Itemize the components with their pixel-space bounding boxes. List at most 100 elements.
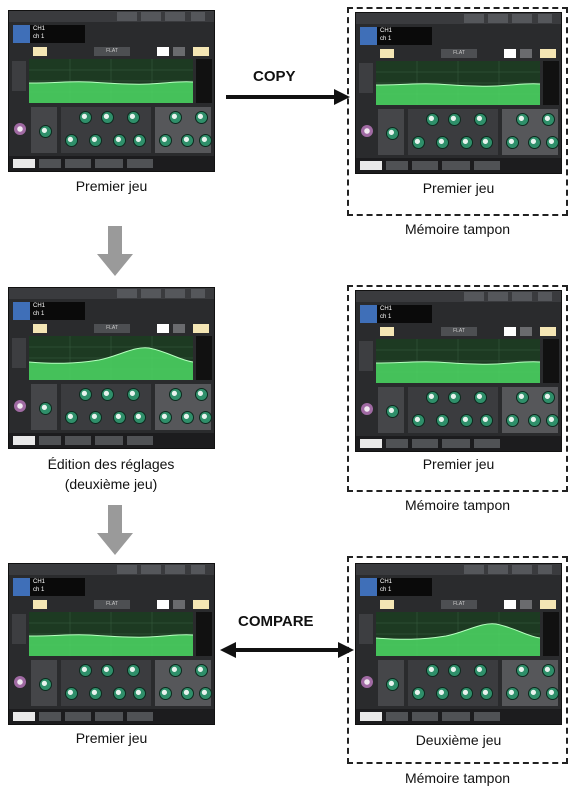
eq-knob[interactable] [65, 134, 78, 147]
eq-compare-button[interactable] [157, 324, 169, 333]
bottom-tab[interactable] [360, 161, 382, 170]
eq-side-control[interactable] [359, 341, 373, 371]
eq-knob[interactable] [460, 136, 473, 149]
eq-knob[interactable] [39, 125, 52, 138]
eq-compare-button[interactable] [157, 600, 169, 609]
eq-left-button[interactable] [380, 49, 394, 58]
eq-compare-button[interactable] [157, 47, 169, 56]
eq-knob[interactable] [89, 134, 102, 147]
eq-left-button[interactable] [380, 600, 394, 609]
eq-type-button[interactable] [520, 600, 532, 609]
bottom-tab[interactable] [412, 712, 438, 721]
eq-copy-button[interactable] [193, 600, 209, 609]
eq-copy-button[interactable] [193, 47, 209, 56]
eq-knob[interactable] [386, 678, 399, 691]
eq-knob[interactable] [101, 388, 114, 401]
flat-button[interactable]: FLAT [441, 600, 477, 609]
eq-type-button[interactable] [173, 324, 185, 333]
eq-knob[interactable] [436, 136, 449, 149]
bottom-tab[interactable] [13, 436, 35, 445]
eq-knob[interactable] [460, 687, 473, 700]
att-knob[interactable] [14, 123, 26, 135]
eq-knob[interactable] [181, 687, 194, 700]
eq-knob[interactable] [542, 113, 555, 126]
bottom-tab[interactable] [39, 712, 61, 721]
eq-knob[interactable] [516, 664, 529, 677]
eq-knob[interactable] [169, 111, 182, 124]
eq-knob[interactable] [133, 134, 146, 147]
eq-copy-button[interactable] [540, 600, 556, 609]
eq-knob[interactable] [127, 111, 140, 124]
bottom-tab[interactable] [95, 436, 123, 445]
eq-knob[interactable] [79, 111, 92, 124]
bottom-tab[interactable] [95, 159, 123, 168]
eq-knob[interactable] [480, 414, 493, 427]
eq-side-control[interactable] [12, 338, 26, 368]
bottom-tab[interactable] [474, 712, 500, 721]
eq-knob[interactable] [169, 664, 182, 677]
eq-knob[interactable] [159, 134, 172, 147]
bottom-tab[interactable] [65, 712, 91, 721]
att-knob[interactable] [361, 125, 373, 137]
eq-type-button[interactable] [520, 327, 532, 336]
eq-knob[interactable] [546, 414, 559, 427]
eq-knob[interactable] [79, 664, 92, 677]
bottom-tab[interactable] [13, 712, 35, 721]
eq-compare-button[interactable] [504, 49, 516, 58]
eq-knob[interactable] [199, 687, 212, 700]
bottom-tab[interactable] [386, 439, 408, 448]
eq-knob[interactable] [506, 414, 519, 427]
eq-knob[interactable] [542, 664, 555, 677]
att-knob[interactable] [361, 403, 373, 415]
bottom-tab[interactable] [65, 159, 91, 168]
eq-knob[interactable] [506, 687, 519, 700]
eq-knob[interactable] [113, 411, 126, 424]
eq-knob[interactable] [65, 411, 78, 424]
eq-knob[interactable] [79, 388, 92, 401]
eq-knob[interactable] [39, 402, 52, 415]
eq-knob[interactable] [113, 134, 126, 147]
eq-knob[interactable] [516, 391, 529, 404]
att-knob[interactable] [361, 676, 373, 688]
eq-knob[interactable] [199, 411, 212, 424]
bottom-tab[interactable] [474, 439, 500, 448]
eq-knob[interactable] [159, 411, 172, 424]
eq-side-control[interactable] [359, 63, 373, 93]
bottom-tab[interactable] [127, 436, 153, 445]
eq-side-control[interactable] [12, 614, 26, 644]
flat-button[interactable]: FLAT [94, 600, 130, 609]
eq-knob[interactable] [39, 678, 52, 691]
eq-knob[interactable] [113, 687, 126, 700]
eq-left-button[interactable] [380, 327, 394, 336]
eq-knob[interactable] [101, 664, 114, 677]
eq-knob[interactable] [89, 411, 102, 424]
bottom-tab[interactable] [412, 161, 438, 170]
eq-copy-button[interactable] [540, 49, 556, 58]
eq-knob[interactable] [528, 414, 541, 427]
eq-type-button[interactable] [173, 600, 185, 609]
eq-compare-button[interactable] [504, 327, 516, 336]
bottom-tab[interactable] [360, 712, 382, 721]
bottom-tab[interactable] [474, 161, 500, 170]
eq-type-button[interactable] [520, 49, 532, 58]
eq-knob[interactable] [127, 664, 140, 677]
flat-button[interactable]: FLAT [94, 324, 130, 333]
eq-knob[interactable] [426, 391, 439, 404]
eq-knob[interactable] [426, 664, 439, 677]
eq-knob[interactable] [426, 113, 439, 126]
eq-knob[interactable] [436, 414, 449, 427]
eq-knob[interactable] [169, 388, 182, 401]
eq-knob[interactable] [474, 391, 487, 404]
eq-knob[interactable] [65, 687, 78, 700]
att-knob[interactable] [14, 676, 26, 688]
bottom-tab[interactable] [65, 436, 91, 445]
eq-knob[interactable] [133, 687, 146, 700]
flat-button[interactable]: FLAT [441, 327, 477, 336]
bottom-tab[interactable] [386, 712, 408, 721]
bottom-tab[interactable] [39, 159, 61, 168]
eq-knob[interactable] [195, 111, 208, 124]
bottom-tab[interactable] [127, 159, 153, 168]
eq-type-button[interactable] [173, 47, 185, 56]
eq-knob[interactable] [506, 136, 519, 149]
eq-knob[interactable] [460, 414, 473, 427]
